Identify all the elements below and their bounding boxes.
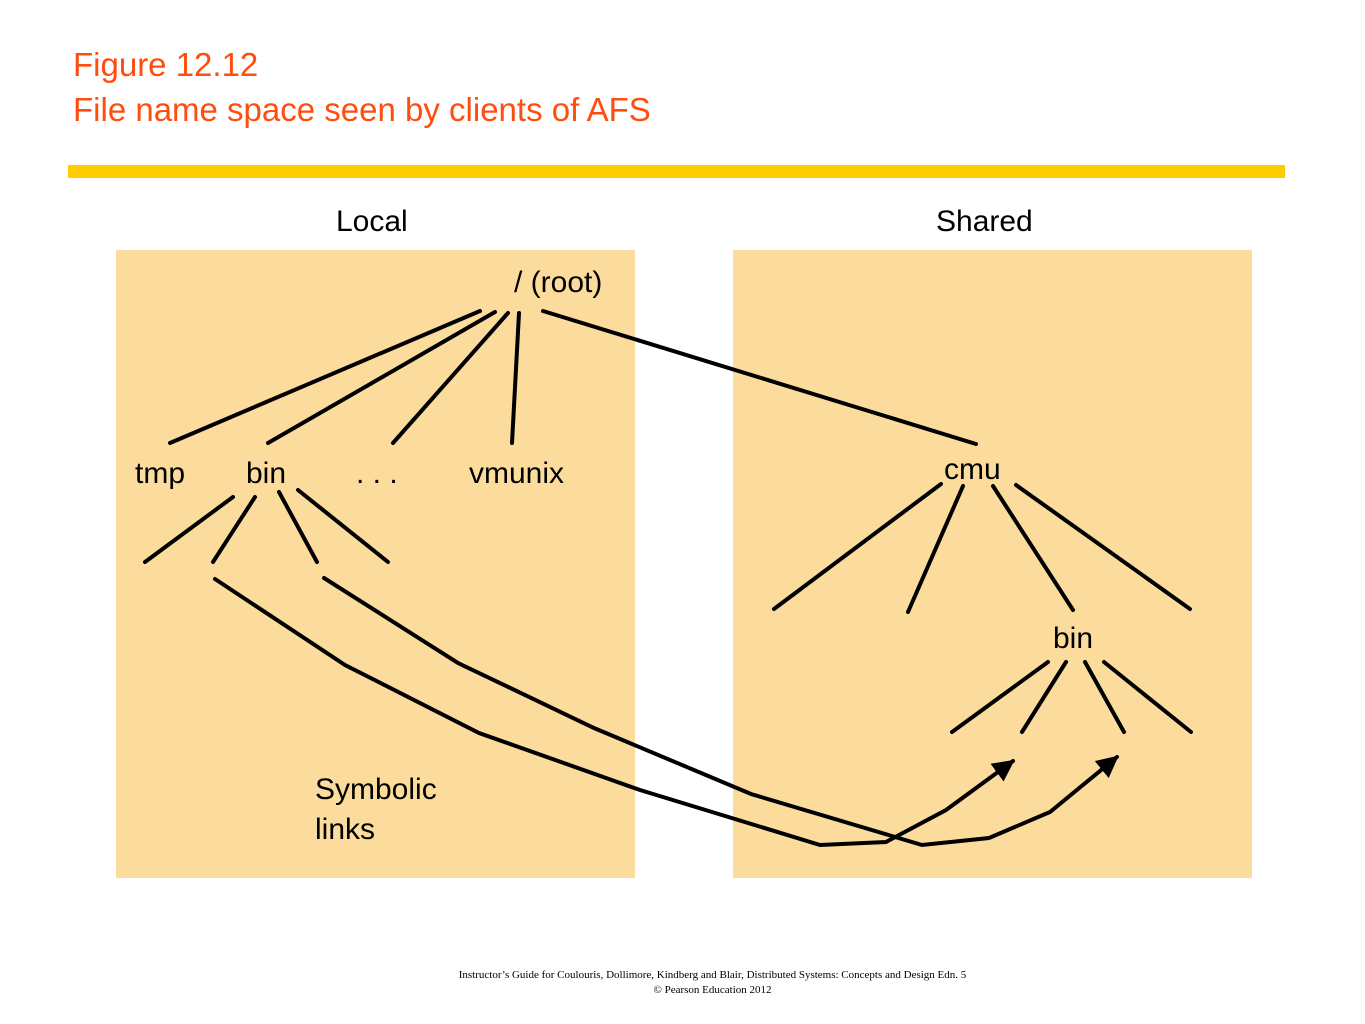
edge-root-vmunix	[510, 311, 521, 445]
edge-bin-local-child-4	[296, 488, 390, 564]
node-root: / (root)	[514, 266, 603, 299]
edge-bin-shared-child-4	[1102, 660, 1193, 734]
edge-root-ellipsis	[391, 311, 510, 445]
figure-number: Figure 12.12	[73, 46, 259, 83]
node-ellipsis: . . .	[356, 457, 398, 490]
local-header: Local	[336, 205, 408, 238]
symbolic-links-label-line1: Symbolic	[315, 773, 437, 806]
edge-root-cmu	[541, 309, 978, 446]
title-divider	[68, 165, 1285, 178]
edge-cmu-child-2	[906, 484, 965, 614]
edge-root-tmp	[168, 309, 482, 445]
node-cmu: cmu	[944, 453, 1001, 486]
edge-bin-local-child-2	[211, 495, 257, 564]
edge-cmu-child-4	[1014, 483, 1192, 611]
edge-bin-local-child-3	[277, 490, 319, 564]
symbolic-links-label-line2: links	[315, 813, 376, 846]
symbolic-link-2	[322, 576, 1119, 848]
edge-bin-shared-child-2	[1020, 660, 1068, 734]
footer-citation: Instructor’s Guide for Coulouris, Dollim…	[458, 969, 967, 981]
edge-cmu-bin	[991, 484, 1075, 612]
node-bin-local: bin	[246, 457, 287, 490]
edge-bin-shared-child-3	[1083, 660, 1126, 734]
edge-root-bin	[266, 310, 497, 445]
edge-bin-local-child-1	[143, 495, 235, 564]
footer-copyright: © Pearson Education 2012	[653, 984, 772, 996]
node-bin-shared: bin	[1053, 622, 1094, 655]
node-vmunix: vmunix	[469, 457, 565, 490]
figure-title: File name space seen by clients of AFS	[73, 91, 651, 128]
edge-cmu-child-1	[772, 482, 943, 611]
symbolic-link-1	[213, 577, 1015, 848]
node-tmp: tmp	[135, 457, 186, 490]
shared-header: Shared	[936, 205, 1033, 238]
edge-bin-shared-child-1	[950, 660, 1050, 734]
